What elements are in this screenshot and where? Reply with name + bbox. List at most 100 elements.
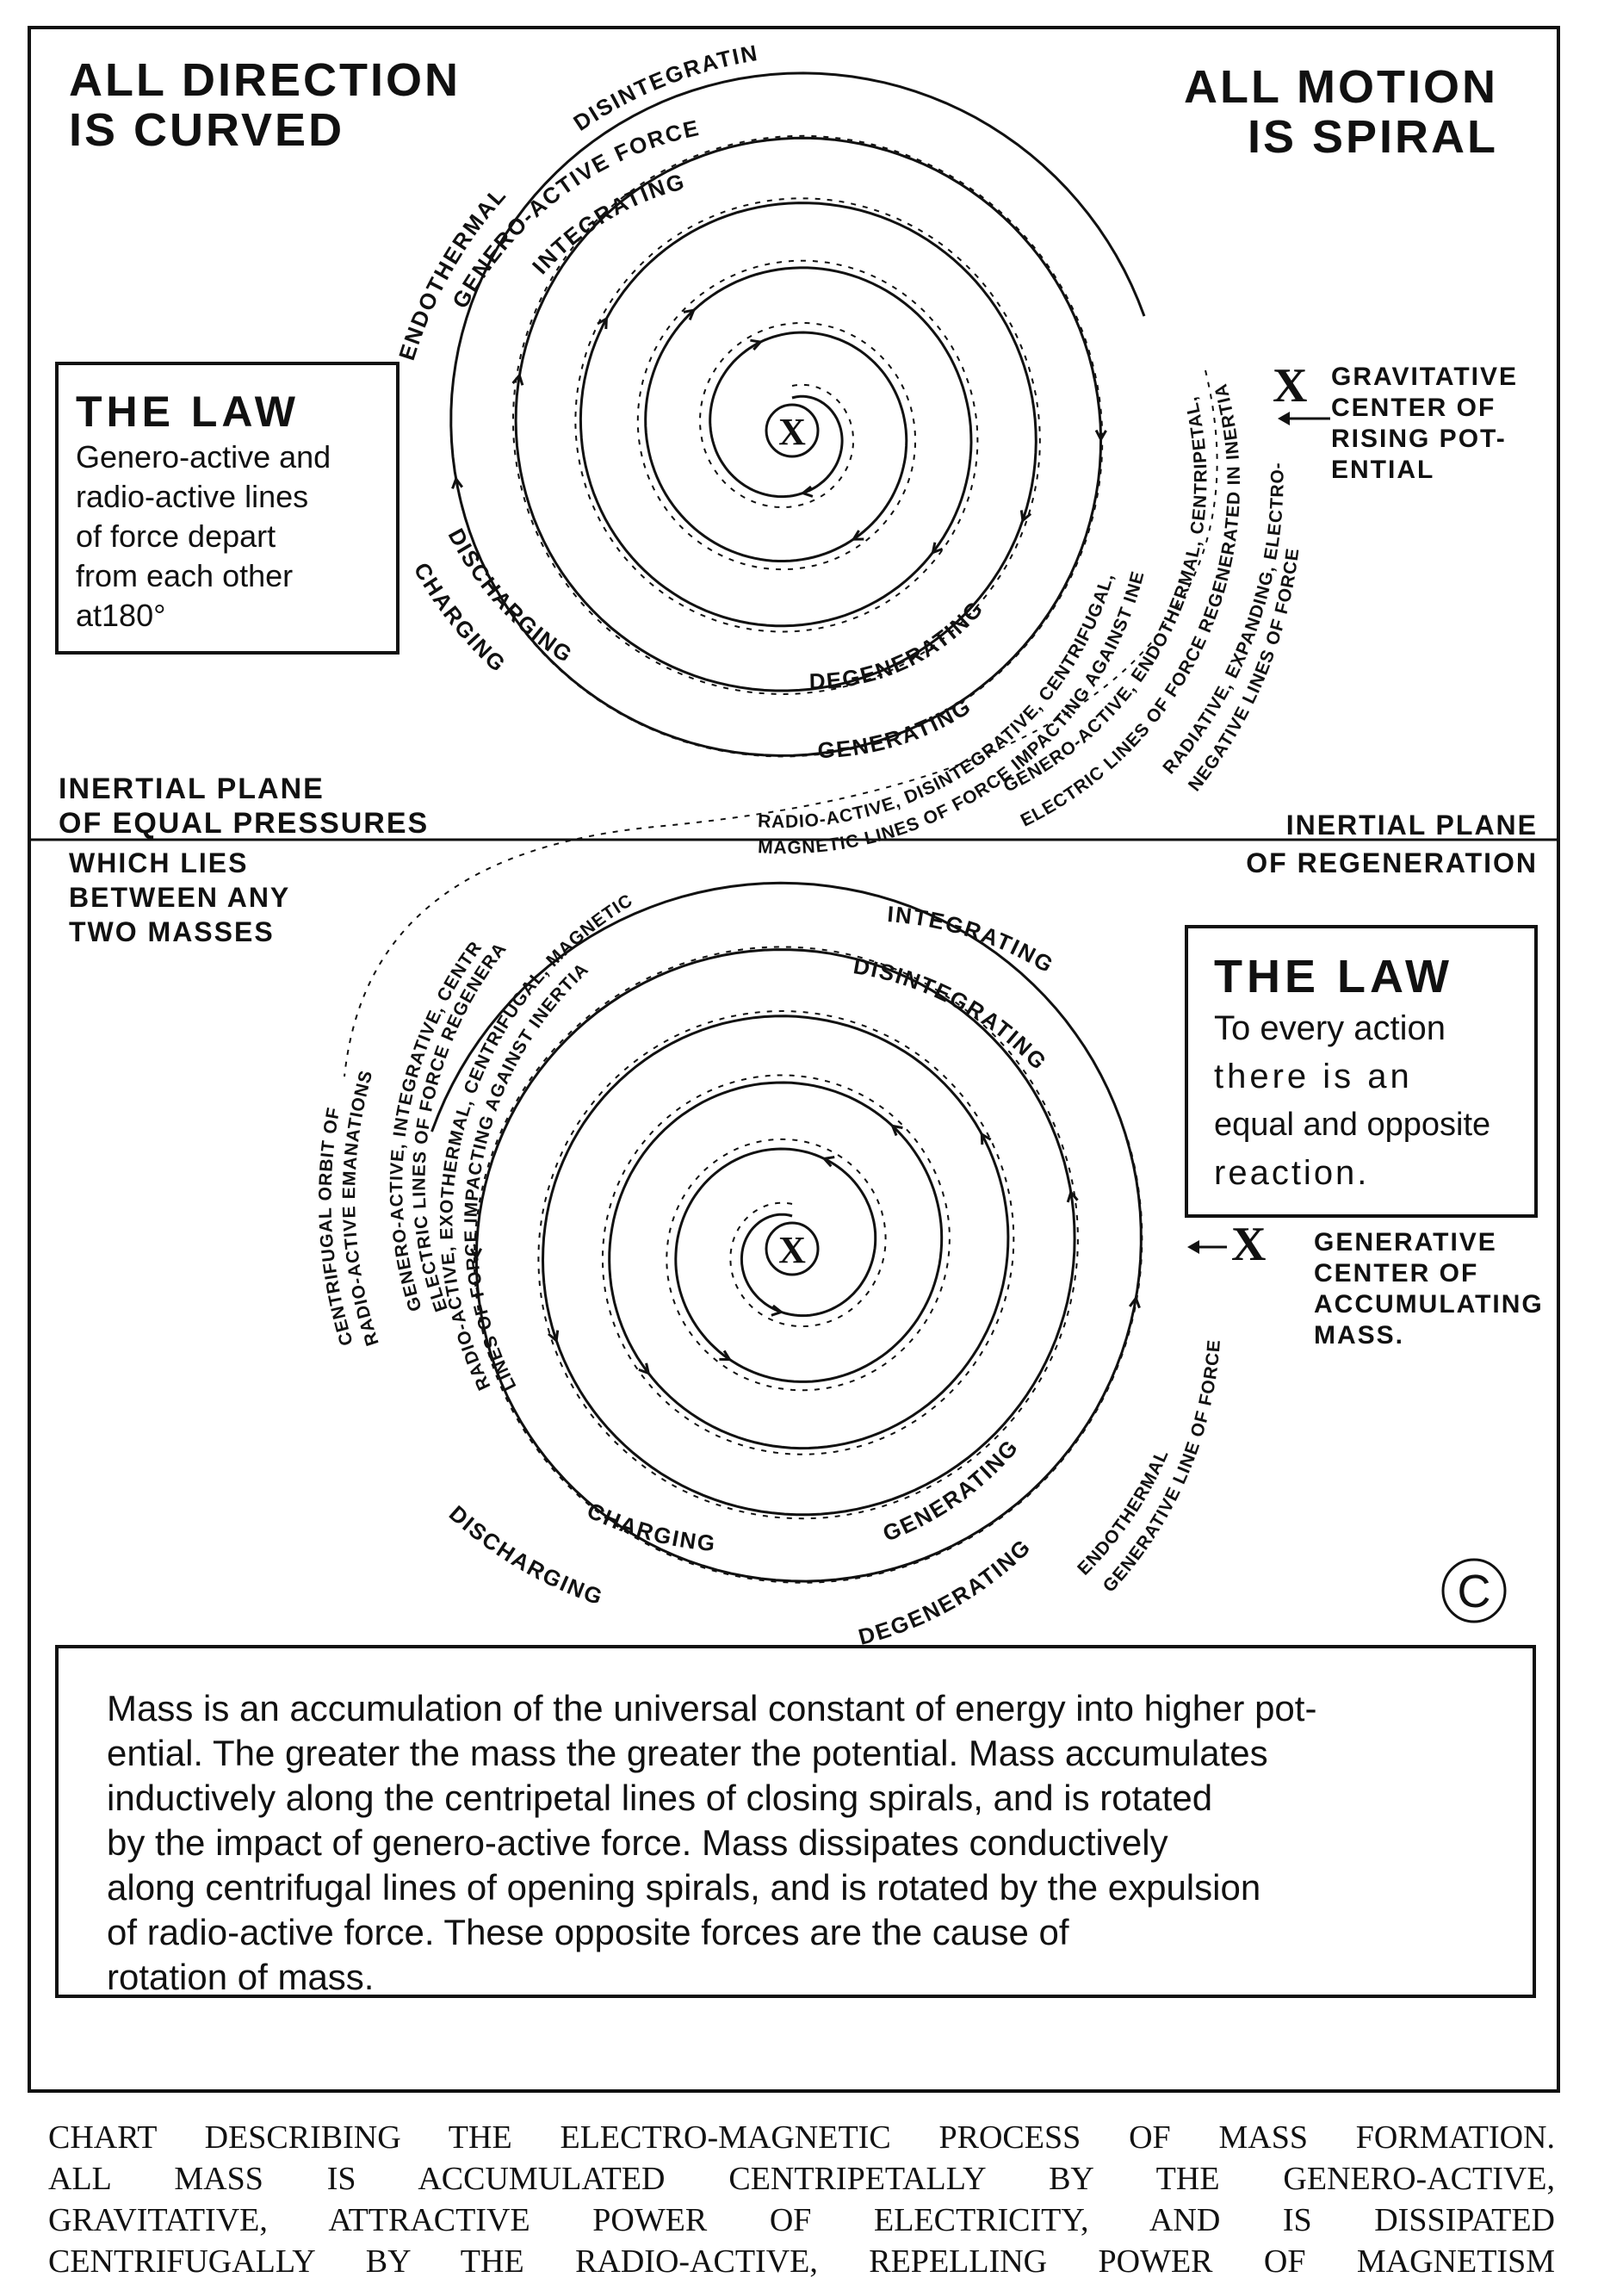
law-box-lower-line-3: equal and opposite [1214, 1107, 1491, 1143]
lower-center-marker: X [1231, 1218, 1268, 1271]
lower-arrow-icon [719, 1350, 733, 1362]
law-box-upper-line-3: of force depart [76, 518, 276, 554]
upper-center-note: X GRAVITATIVE CENTER OF RISING POT- ENTI… [1273, 362, 1548, 486]
label-radio-active-lower-2: LINES OF FORCE IMPACTING AGAINST INERTIA [461, 959, 593, 1394]
label-genero-active-lower-2: ELECTRIC LINES OF FORCE REGENERATED IN I… [0, 0, 510, 1314]
lower-dotted-spiral [473, 946, 1143, 1584]
lower-arrow-icon [771, 1304, 784, 1317]
lower-center-line-1: GENERATIVE [1314, 1228, 1497, 1257]
lower-center-pointer [1187, 1240, 1227, 1254]
law-box-lower-line-1: To every action [1214, 1009, 1446, 1047]
caption-line-1: CHART DESCRIBING THE ELECTRO-MAGNETIC PR… [48, 2119, 1555, 2156]
upper-dotted-spiral [449, 134, 1104, 758]
law-box-lower-line-2: there is an [1214, 1058, 1413, 1095]
upper-center-line-1: GRAVITATIVE [1331, 363, 1518, 391]
upper-arrow-icon [683, 308, 697, 320]
label-genero-active-lower-1: GENERO-ACTIVE, INTEGRATIVE, CENTRIPETAL [0, 0, 486, 1313]
upper-arrow-icon [800, 485, 814, 498]
upper-solid-spiral [449, 71, 1146, 757]
upper-center-marker: X [1273, 359, 1310, 413]
lower-center-line-3: ACCUMULATING [1314, 1290, 1544, 1319]
upper-arrow-icon [597, 316, 609, 330]
upper-arrow-icon [750, 338, 764, 351]
heading-top-right-line-1: ALL MOTION [1184, 61, 1498, 113]
upper-arrow-icon [1019, 510, 1032, 524]
plane-left-below-line-1: WHICH LIES [69, 847, 249, 878]
upper-center-line-2: CENTER OF [1331, 394, 1496, 422]
lower-arrow-icon [548, 1330, 560, 1343]
law-box-upper-line-2: radio-active lines [76, 479, 309, 514]
plane-right-line-1: INERTIAL PLANE [1285, 810, 1538, 841]
copyright-letter: C [1458, 1566, 1491, 1617]
plane-left-label: INERTIAL PLANE OF EQUAL PRESSURES [59, 772, 429, 841]
lower-center-line-4: MASS. [1314, 1321, 1405, 1350]
upper-arrow-icon [851, 530, 864, 541]
lower-center-note: X GENERATIVE CENTER OF ACCUMULATING MASS… [1231, 1220, 1550, 1351]
summary-line-4: by the impact of genero-active force. Ma… [107, 1822, 1168, 1863]
plane-right-line-2: OF REGENERATION [1246, 847, 1538, 878]
lower-center-circle [765, 1221, 820, 1276]
summary-line-6: of radio-active force. These opposite fo… [107, 1912, 1069, 1952]
lower-arrow-icon [469, 1248, 483, 1261]
summary-line-5: along centrifugal lines of opening spira… [107, 1867, 1261, 1908]
heading-top-left-line-1: ALL DIRECTION [69, 54, 461, 106]
lower-arrow-icon [980, 1132, 992, 1145]
upper-center-pointer [1278, 412, 1330, 425]
summary-line-3: inductively along the centripetal lines … [107, 1778, 1213, 1818]
summary-box: Mass is an accumulation of the universal… [55, 1645, 1536, 1998]
plane-right-label: INERTIAL PLANE OF REGENERATION [1205, 806, 1538, 882]
summary-line-7: rotation of mass. [107, 1957, 375, 1997]
heading-top-right: ALL MOTION IS SPIRAL [1137, 62, 1498, 162]
upper-arrow-icon [451, 475, 464, 489]
lower-arrow-icon [1128, 1295, 1141, 1309]
law-box-upper-line-1: Genero-active and [76, 439, 331, 475]
plane-left-below-line-2: BETWEEN ANY [69, 882, 291, 913]
label-degenerating-lower: DEGENERATING [856, 1533, 1037, 1650]
law-box-upper-line-4: from each other [76, 558, 294, 593]
plane-left-line-2: OF EQUAL PRESSURES [59, 807, 430, 840]
label-generating-upper: GENERATING [817, 692, 976, 763]
summary-line-2: ential. The greater the mass the greater… [107, 1733, 1268, 1773]
upper-center-line-4: ENTIAL [1331, 456, 1435, 484]
lower-spiral-group [430, 881, 1143, 1584]
upper-spiral-group [344, 71, 1218, 1077]
plane-left-below-line-3: TWO MASSES [69, 916, 275, 947]
law-box-upper: THE LAW Genero-active and radio-active l… [55, 362, 400, 655]
lower-center-x: X [778, 1229, 806, 1271]
lower-center-line-2: CENTER OF [1314, 1259, 1479, 1288]
law-box-upper-title: THE LAW [76, 388, 300, 436]
lower-arrow-icon [638, 1362, 651, 1375]
connecting-spiral-path [344, 369, 1218, 1077]
label-charging-lower: CHARGING [583, 1497, 717, 1556]
lower-arrow-icon [1066, 1189, 1079, 1203]
lower-arrow-icon [821, 1156, 835, 1168]
upper-center-x: X [778, 411, 806, 453]
summary-line-1: Mass is an accumulation of the universal… [107, 1688, 1317, 1728]
law-box-lower-title: THE LAW [1214, 951, 1453, 1002]
caption-line-3: GRAVITATIVE, ATTRACTIVE POWER OF ELECTRI… [48, 2202, 1555, 2238]
label-generating-lower: GENERATING [879, 1434, 1024, 1547]
copyright-circle [1441, 1558, 1507, 1623]
heading-top-left: ALL DIRECTION IS CURVED [69, 55, 461, 155]
copyright-mark: C [1441, 1558, 1507, 1623]
upper-center-circle [765, 403, 820, 458]
label-disintegrating-lower: DISINTEGRATING [852, 953, 1053, 1076]
label-degenerating-upper: DEGENERATING [808, 595, 988, 694]
chart-frame [28, 26, 1560, 2093]
figure-caption: CHART DESCRIBING THE ELECTRO-MAGNETIC PR… [48, 2117, 1555, 2282]
heading-top-left-line-2: IS CURVED [69, 104, 345, 156]
law-box-upper-line-5: at180° [76, 598, 166, 633]
plane-left-line-1: INERTIAL PLANE [59, 773, 325, 805]
law-box-lower: THE LAW To every action there is an equa… [1185, 925, 1538, 1218]
upper-arrow-icon [511, 372, 524, 386]
heading-top-right-line-2: IS SPIRAL [1247, 111, 1498, 163]
upper-arrow-icon [931, 542, 944, 555]
upper-center-line-3: RISING POT- [1331, 425, 1507, 453]
label-discharging-lower: DISCHARGING [444, 1500, 607, 1610]
caption-line-2: ALL MASS IS ACCUMULATED CENTRIPETALLY BY… [48, 2161, 1555, 2197]
caption-line-4: CENTRIFUGALLY BY THE RADIO-ACTIVE, REPEL… [48, 2243, 1555, 2280]
law-box-lower-line-4: reaction. [1214, 1154, 1370, 1192]
upper-arrow-icon [1094, 429, 1107, 443]
lower-arrow-icon [890, 1124, 903, 1137]
